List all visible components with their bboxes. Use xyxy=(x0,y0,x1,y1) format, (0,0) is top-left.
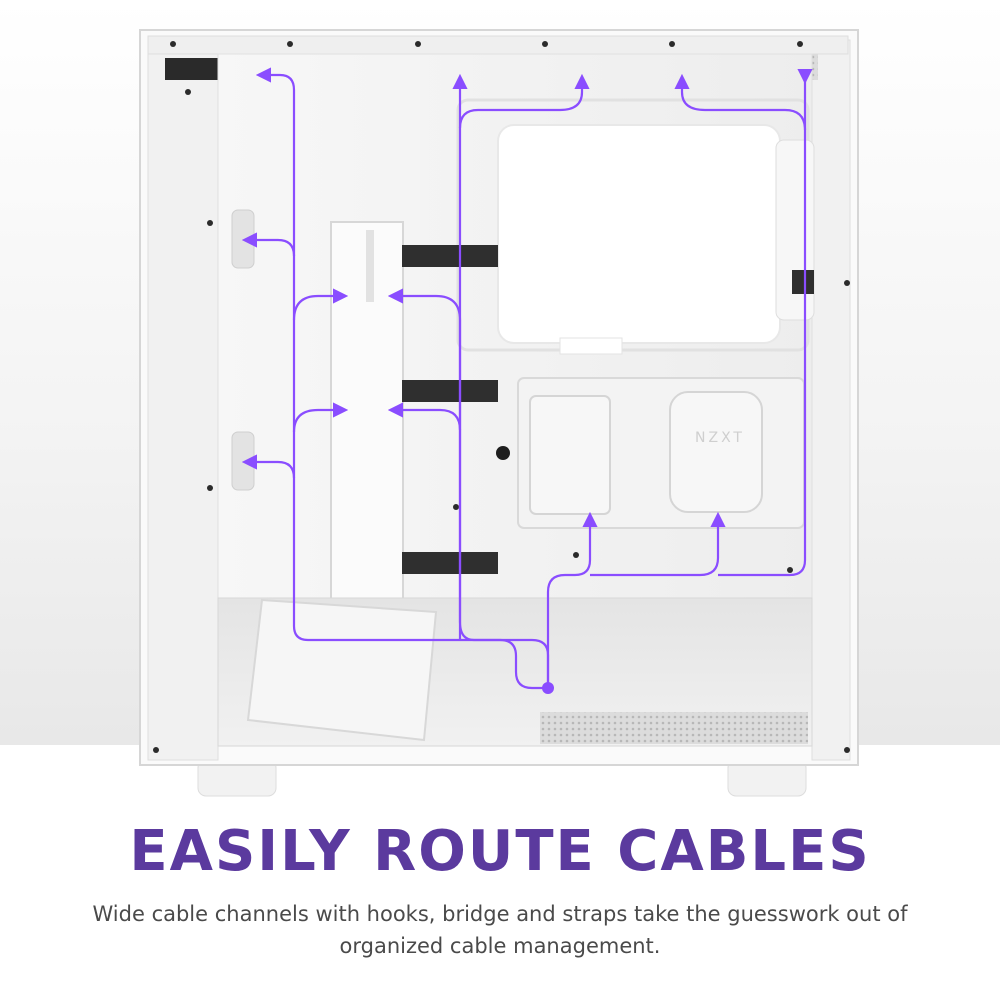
route-origin-dot xyxy=(542,682,554,694)
route-right-channel xyxy=(718,68,813,577)
cutout-tab xyxy=(559,337,623,355)
drive-bay-large xyxy=(669,391,763,513)
case-left-rail xyxy=(147,39,219,761)
route-bridge-lower-left xyxy=(292,402,349,433)
headline: EASILY ROUTE CABLES xyxy=(129,819,871,884)
top-left-io-block xyxy=(165,58,225,80)
motherboard-cutout xyxy=(497,124,781,344)
bottom-fan xyxy=(246,598,438,742)
route-left-grommet-upper xyxy=(241,232,296,257)
cable-route-arrows xyxy=(241,67,813,690)
subtitle: Wide cable channels with hooks, bridge a… xyxy=(92,902,908,958)
psu-floor-vent xyxy=(540,712,808,744)
route-left-grommet-lower xyxy=(241,454,296,479)
route-center-main xyxy=(458,621,548,690)
route-bridge-upper-left xyxy=(292,288,349,321)
cable-bridge-slot xyxy=(366,230,374,302)
pc-case-illustration: NZXT xyxy=(0,0,1000,800)
drive-bay-small xyxy=(529,395,611,515)
velcro-straps xyxy=(402,245,814,574)
route-top-vent-loop xyxy=(458,73,590,129)
route-drive-left xyxy=(546,511,598,688)
case-right-rail xyxy=(811,39,851,761)
route-drive-right xyxy=(590,511,726,577)
route-left-channel-top xyxy=(255,67,550,688)
route-top-right-loop xyxy=(674,73,807,131)
case-top-rail xyxy=(147,35,849,55)
drive-brand-emboss: NZXT xyxy=(695,430,745,446)
standoff-knob xyxy=(496,446,510,460)
